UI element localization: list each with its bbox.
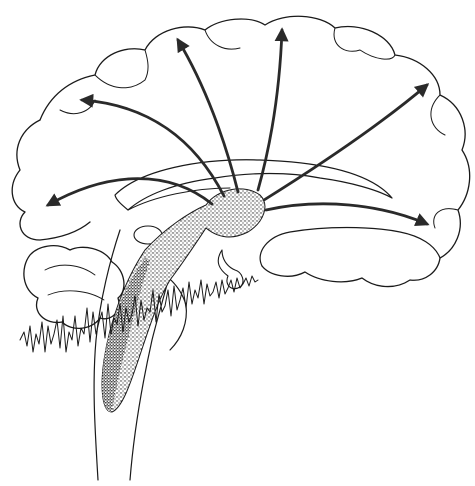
arrow-up [258,30,282,190]
gyrus-line [334,28,395,59]
frontal-lobe-outline [12,120,90,240]
cerebellum-fold [45,265,95,275]
temporal-lobe-outline [260,228,440,267]
gyrus-line [431,95,445,135]
gyrus-line [434,209,458,228]
gyrus-line [205,30,240,49]
cerebellum-fold [48,291,104,300]
gyrus-line [95,50,148,88]
cerebrum-outline [40,16,470,286]
arrow-right [266,204,427,224]
